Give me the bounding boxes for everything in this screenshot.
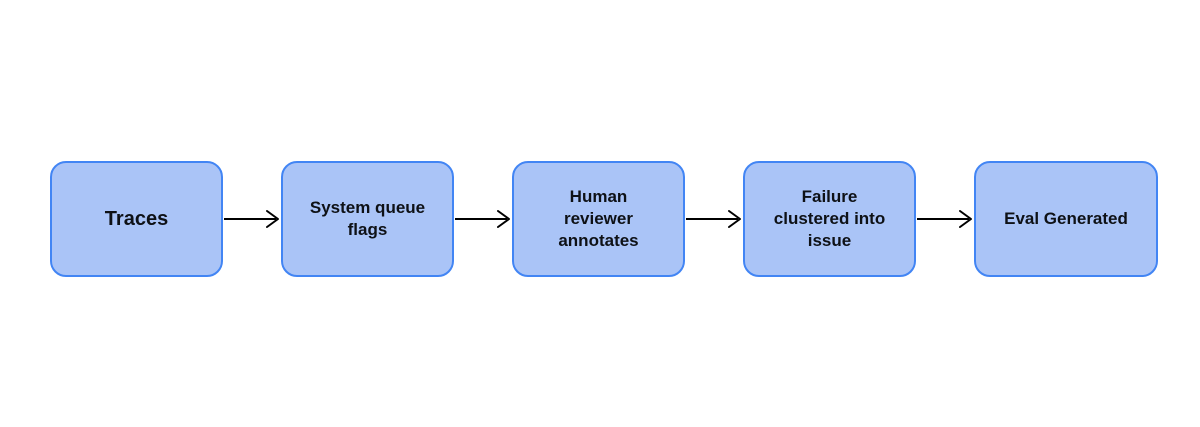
flow-node-eval-generated: Eval Generated [974, 161, 1158, 277]
flow-node-label: System queue flags [309, 197, 426, 239]
flow-node-label: Failure clustered into issue [773, 186, 886, 251]
flow-diagram: Traces System queue flags Human reviewer… [50, 161, 1158, 277]
flow-node-failure-clustered-into-issue: Failure clustered into issue [743, 161, 916, 277]
flow-node-human-reviewer-annotates: Human reviewer annotates [512, 161, 685, 277]
flow-node-label: Eval Generated [1004, 208, 1128, 228]
flow-node-system-queue-flags: System queue flags [281, 161, 454, 277]
flow-node-label: Human reviewer annotates [558, 186, 639, 251]
arrow-right-icon [917, 210, 972, 228]
arrow-right-icon [455, 210, 510, 228]
flow-node-traces: Traces [50, 161, 223, 277]
arrow-right-icon [686, 210, 741, 228]
flow-node-label: Traces [104, 208, 169, 230]
arrow-right-icon [224, 210, 279, 228]
